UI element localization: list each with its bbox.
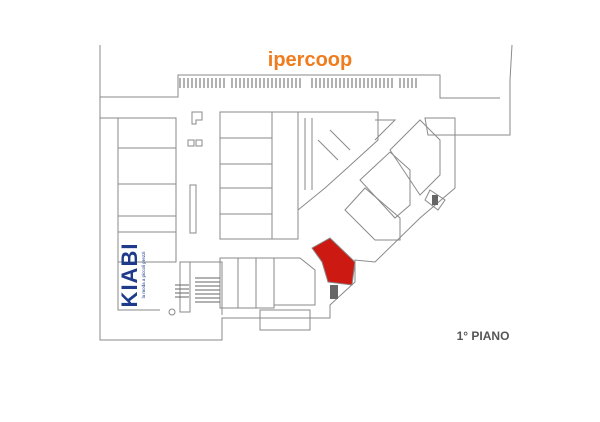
selected-store[interactable] bbox=[311, 237, 356, 286]
kiabi-logo: KIABI bbox=[117, 243, 142, 308]
ipercoop-logo: ipercoop bbox=[268, 49, 352, 71]
shops-bottom-row bbox=[179, 257, 316, 331]
elevator-icon bbox=[187, 139, 203, 147]
shops-left-column bbox=[100, 117, 177, 311]
shops-diagonal-right bbox=[344, 117, 456, 241]
building-outline bbox=[99, 44, 513, 341]
toilets-icon bbox=[168, 308, 176, 316]
checkout-lanes bbox=[179, 78, 417, 88]
stairs-icon bbox=[191, 111, 203, 125]
shops-central-block bbox=[189, 111, 379, 240]
stairs-icon bbox=[432, 195, 438, 205]
ipercoop-area bbox=[100, 74, 500, 99]
floor-label: 1° PIANO bbox=[457, 329, 510, 343]
kiabi-tagline: la moda a piccoli prezzi bbox=[141, 252, 146, 299]
escalator-icon bbox=[330, 285, 338, 299]
escalators bbox=[175, 277, 220, 303]
